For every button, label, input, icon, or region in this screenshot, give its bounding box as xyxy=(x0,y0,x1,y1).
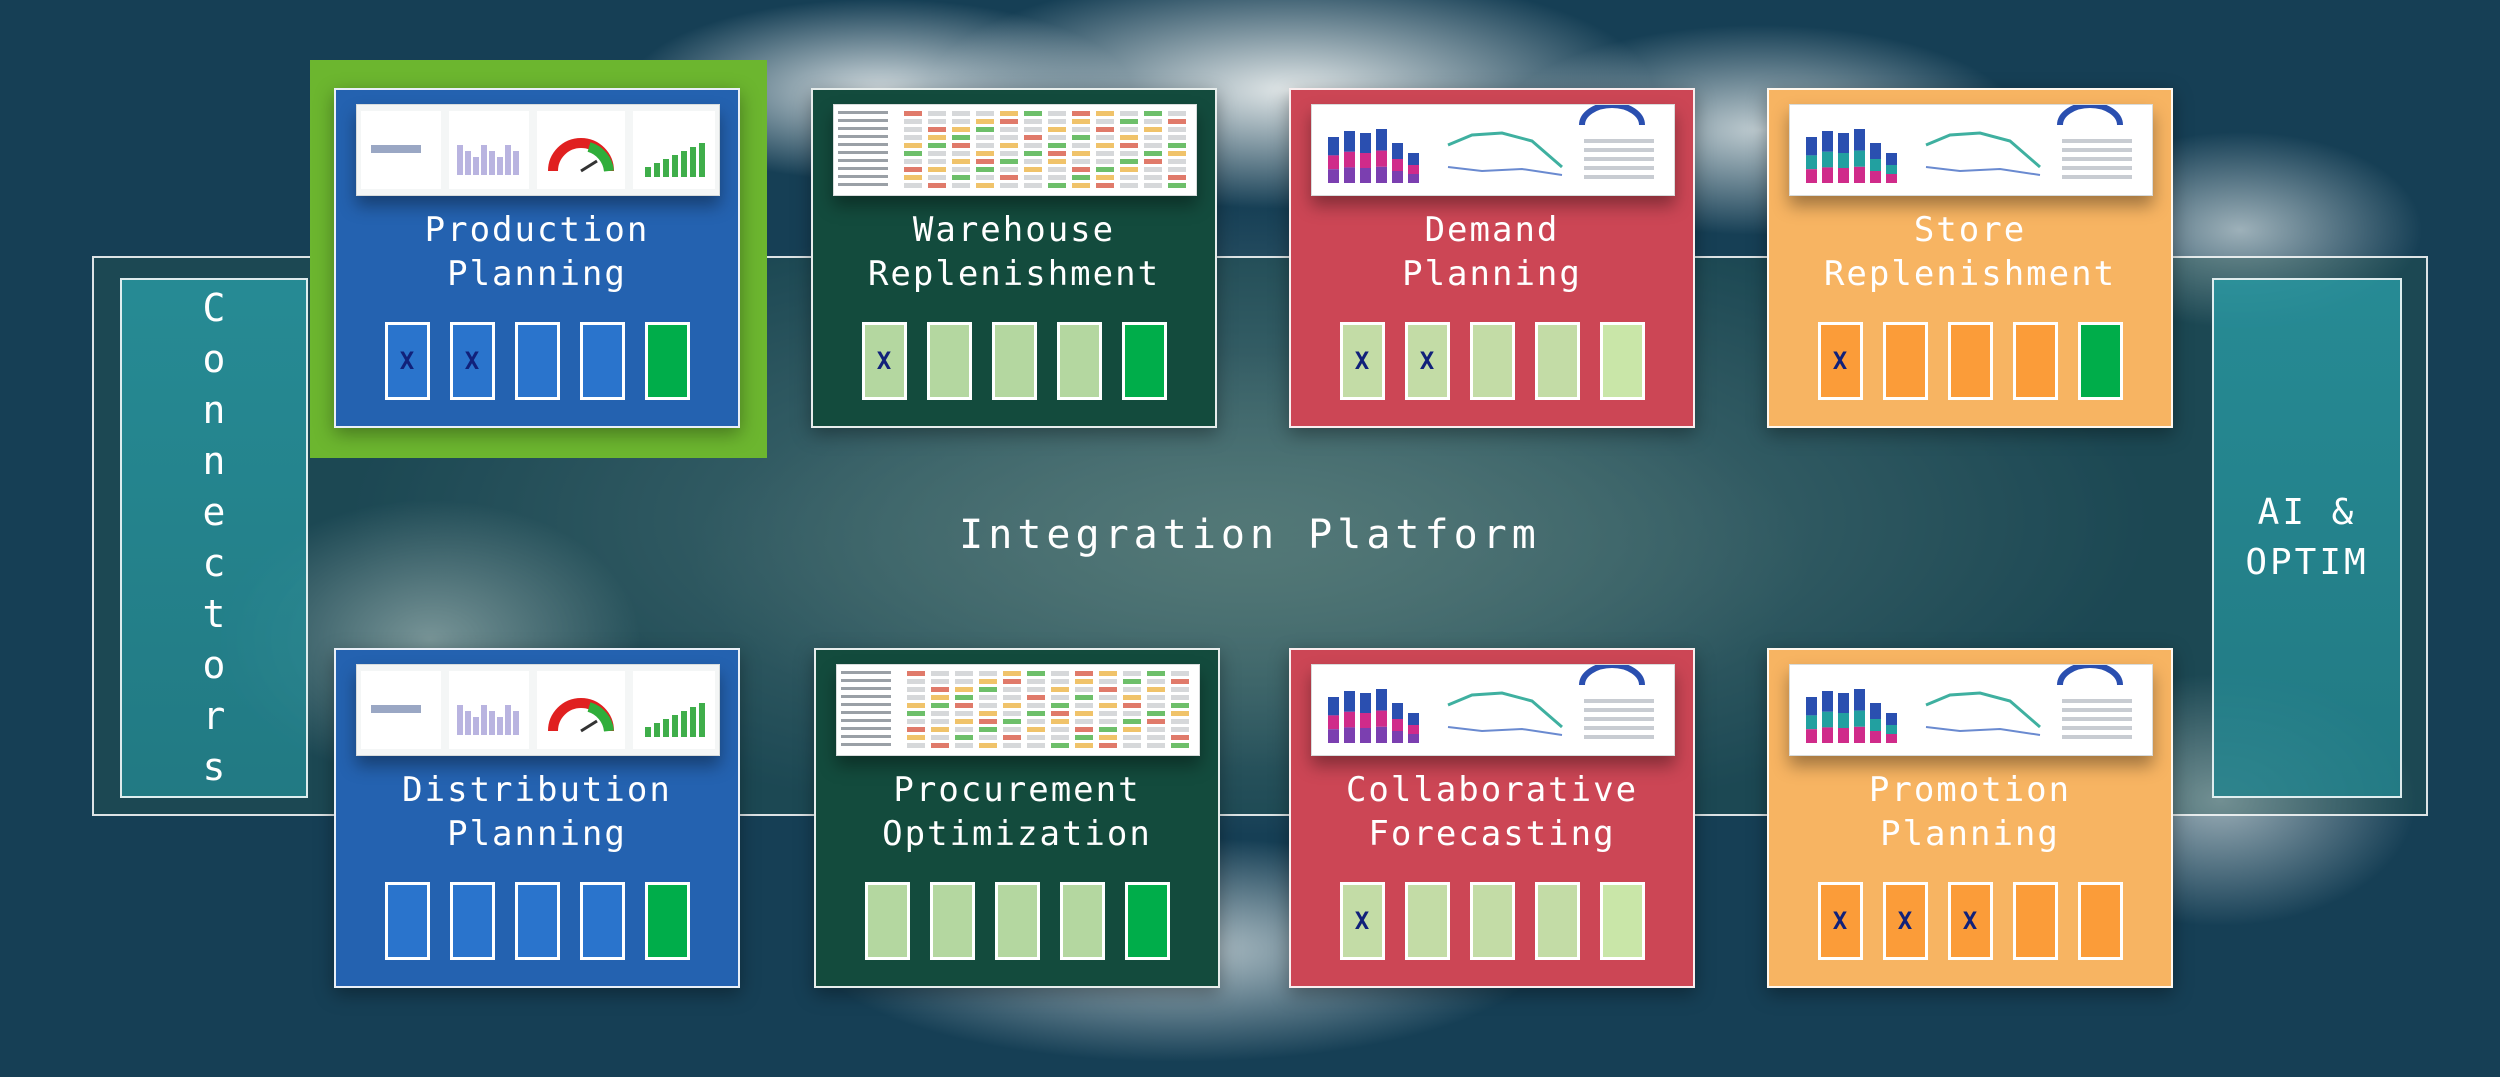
module-title: Promotion Planning xyxy=(1868,770,2072,854)
status-box[interactable] xyxy=(1882,322,1928,400)
module-card-procurement-optimization[interactable]: Procurement Optimization xyxy=(814,648,1220,988)
module-thumbnail xyxy=(833,104,1197,196)
module-title: Collaborative Forecasting xyxy=(1345,770,1639,854)
status-box-row: X xyxy=(1291,882,1693,960)
status-box-row xyxy=(816,882,1218,960)
status-box[interactable]: X xyxy=(1339,322,1385,400)
status-box[interactable] xyxy=(864,882,910,960)
status-box[interactable] xyxy=(644,322,690,400)
dashboard-thumbnail-graphic xyxy=(834,105,1196,195)
status-box[interactable] xyxy=(1404,882,1450,960)
ai-optim-panel[interactable]: AI & OPTIM xyxy=(2212,278,2402,798)
dashboard-thumbnail-graphic xyxy=(1790,665,2152,755)
module-thumbnail xyxy=(356,664,720,756)
status-box-row: X xyxy=(1769,322,2171,400)
status-box[interactable] xyxy=(1599,882,1645,960)
connectors-label: Connectors xyxy=(202,286,226,789)
module-thumbnail xyxy=(1789,664,2153,756)
status-box[interactable] xyxy=(1947,322,1993,400)
dashboard-thumbnail-graphic xyxy=(837,665,1199,755)
status-box[interactable] xyxy=(1124,882,1170,960)
dashboard-thumbnail-graphic xyxy=(361,671,715,749)
dashboard-thumbnail-graphic xyxy=(1312,105,1674,195)
status-box[interactable] xyxy=(1599,322,1645,400)
status-box[interactable]: X xyxy=(1947,882,1993,960)
status-box[interactable] xyxy=(1056,322,1102,400)
status-box[interactable]: X xyxy=(1817,322,1863,400)
status-box[interactable] xyxy=(2012,882,2058,960)
module-thumbnail xyxy=(1789,104,2153,196)
status-box[interactable] xyxy=(2012,322,2058,400)
status-box[interactable] xyxy=(991,322,1037,400)
status-box[interactable] xyxy=(1121,322,1167,400)
status-box[interactable] xyxy=(644,882,690,960)
dashboard-thumbnail-graphic xyxy=(1790,105,2152,195)
status-box[interactable] xyxy=(514,322,560,400)
status-box[interactable] xyxy=(926,322,972,400)
status-box[interactable]: X xyxy=(384,322,430,400)
dashboard-thumbnail-graphic xyxy=(361,111,715,189)
status-box[interactable] xyxy=(514,882,560,960)
connectors-panel[interactable]: Connectors xyxy=(120,278,308,798)
status-box[interactable] xyxy=(579,882,625,960)
ai-optim-label: AI & OPTIM xyxy=(2245,492,2369,583)
module-title: Warehouse Replenishment xyxy=(867,210,1161,294)
module-title: Procurement Optimization xyxy=(882,770,1152,854)
module-thumbnail xyxy=(836,664,1200,756)
module-title: Store Replenishment xyxy=(1823,210,2117,294)
status-box[interactable] xyxy=(2077,322,2123,400)
status-box[interactable] xyxy=(1534,882,1580,960)
module-title: Distribution Planning xyxy=(402,770,672,854)
status-box[interactable] xyxy=(1059,882,1105,960)
status-box[interactable] xyxy=(1534,322,1580,400)
status-box[interactable] xyxy=(449,882,495,960)
status-box[interactable]: X xyxy=(1404,322,1450,400)
status-box[interactable]: X xyxy=(861,322,907,400)
status-box[interactable] xyxy=(1469,322,1515,400)
module-thumbnail xyxy=(1311,664,1675,756)
status-box[interactable] xyxy=(929,882,975,960)
module-thumbnail xyxy=(356,104,720,196)
status-box[interactable] xyxy=(994,882,1040,960)
status-box-row xyxy=(336,882,738,960)
module-thumbnail xyxy=(1311,104,1675,196)
status-box-row: X xyxy=(813,322,1215,400)
status-box[interactable]: X xyxy=(1339,882,1385,960)
status-box[interactable]: X xyxy=(1817,882,1863,960)
dashboard-thumbnail-graphic xyxy=(1312,665,1674,755)
module-title: Production Planning xyxy=(424,210,650,294)
module-title: Demand Planning xyxy=(1402,210,1582,294)
status-box[interactable] xyxy=(1469,882,1515,960)
status-box[interactable]: X xyxy=(449,322,495,400)
status-box[interactable] xyxy=(2077,882,2123,960)
status-box[interactable]: X xyxy=(1882,882,1928,960)
module-card-distribution-planning[interactable]: Distribution Planning xyxy=(334,648,740,988)
integration-platform-title: Integration Platform xyxy=(959,512,1541,558)
status-box[interactable] xyxy=(384,882,430,960)
status-box[interactable] xyxy=(579,322,625,400)
